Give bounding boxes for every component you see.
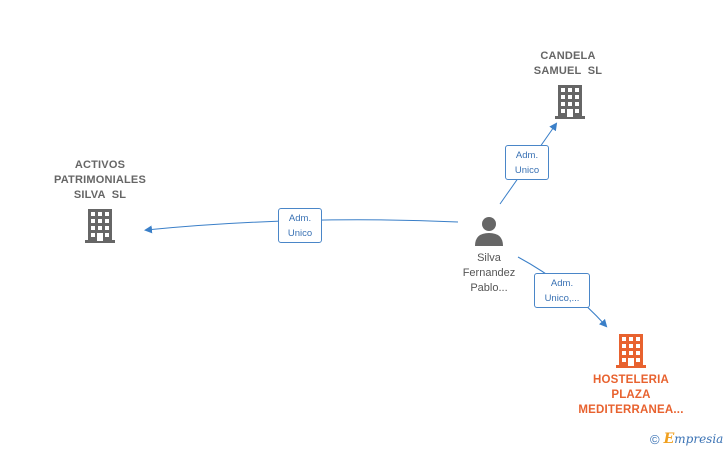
node-label-candela[interactable]: CANDELA SAMUEL SL xyxy=(533,50,603,77)
copyright-symbol: © xyxy=(650,431,660,447)
node-label-activos[interactable]: ACTIVOS PATRIMONIALES SILVA SL xyxy=(53,159,147,201)
brand-rest: mpresia xyxy=(674,432,724,446)
building-icon[interactable] xyxy=(616,334,646,368)
brand-initial: E xyxy=(663,431,675,447)
building-icon[interactable] xyxy=(85,209,115,243)
edge-label-to-hosteleria[interactable]: Adm. Unico,... xyxy=(534,273,590,308)
person-label[interactable]: Silva Fernandez Pablo... xyxy=(462,252,516,294)
person-icon[interactable] xyxy=(474,216,504,246)
edge-label-to-activos[interactable]: Adm. Unico xyxy=(278,208,322,243)
building-icon[interactable] xyxy=(555,85,585,119)
node-label-hosteleria[interactable]: HOSTELERIA PLAZA MEDITERRANEA... xyxy=(578,374,684,416)
footer-brand: © Empresia xyxy=(650,430,723,448)
edge-label-to-candela[interactable]: Adm. Unico xyxy=(505,145,549,180)
brand-logo[interactable]: Empresia xyxy=(664,431,724,447)
